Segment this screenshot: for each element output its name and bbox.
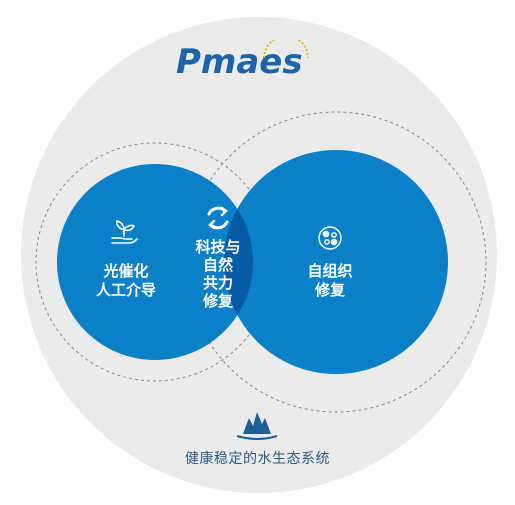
left-circle: [57, 164, 253, 360]
center-overlap-label: 科技与 自然 共力 修复: [188, 238, 248, 310]
center-label-line-3: 共力: [202, 274, 233, 292]
mountain-water-icon: [236, 412, 278, 440]
molecule-cluster-icon: [318, 226, 342, 250]
center-label-line-4: 修复: [202, 292, 233, 310]
plant-in-hand-icon: [111, 220, 138, 244]
ecosystem-caption: 健康稳定的水生态系统: [185, 451, 330, 467]
right-label-line-2: 修复: [314, 281, 345, 299]
refresh-cycle-icon: [207, 206, 229, 230]
logo-sun-arc: [263, 40, 309, 59]
right-dashed-ring: [185, 111, 487, 413]
right-label-line-1: 自组织: [307, 262, 353, 280]
center-label-line-2: 自然: [202, 256, 233, 274]
right-circle-label: 自组织 修复: [290, 262, 370, 300]
right-circle: [224, 150, 448, 374]
logo-text: Pmaes: [176, 42, 303, 82]
center-label-line-1: 科技与: [195, 238, 241, 256]
left-label-line-1: 光催化: [103, 262, 149, 280]
left-label-line-2: 人工介导: [95, 281, 156, 299]
pmaes-logo: Pmaes: [176, 40, 346, 94]
left-circle-label: 光催化 人工介导: [86, 262, 166, 300]
